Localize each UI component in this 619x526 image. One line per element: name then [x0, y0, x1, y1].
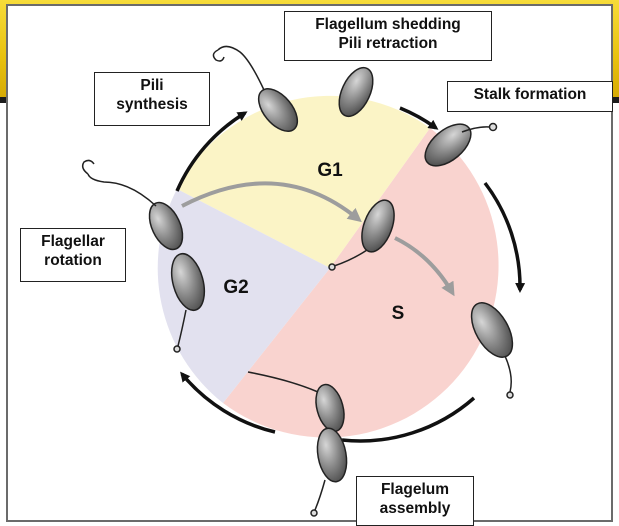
phase-label-g1: G1: [317, 160, 343, 181]
label-flagelum-assembly: Flagelum assembly: [356, 476, 474, 526]
label-flagellum-shedding-line-2: Pili retraction: [291, 34, 485, 53]
phase-label-s: S: [392, 303, 405, 324]
label-pili-synthesis-line-2: synthesis: [101, 95, 203, 114]
label-stalk-formation: Stalk formation: [447, 81, 613, 112]
label-flagelum-assembly-line-2: assembly: [363, 499, 467, 518]
label-flagellar-rotation-line-1: Flagellar: [27, 232, 119, 251]
label-flagellar-rotation: Flagellar rotation: [20, 228, 126, 282]
phase-label-g2: G2: [223, 277, 248, 298]
label-flagellum-shedding-line-1: Flagellum shedding: [291, 15, 485, 34]
label-stalk-formation-line-1: Stalk formation: [454, 85, 606, 104]
label-pili-synthesis: Pili synthesis: [94, 72, 210, 126]
label-pili-synthesis-line-1: Pili: [101, 76, 203, 95]
label-flagelum-assembly-line-1: Flagelum: [363, 480, 467, 499]
label-flagellum-shedding: Flagellum shedding Pili retraction: [284, 11, 492, 61]
label-flagellar-rotation-line-2: rotation: [27, 251, 119, 270]
